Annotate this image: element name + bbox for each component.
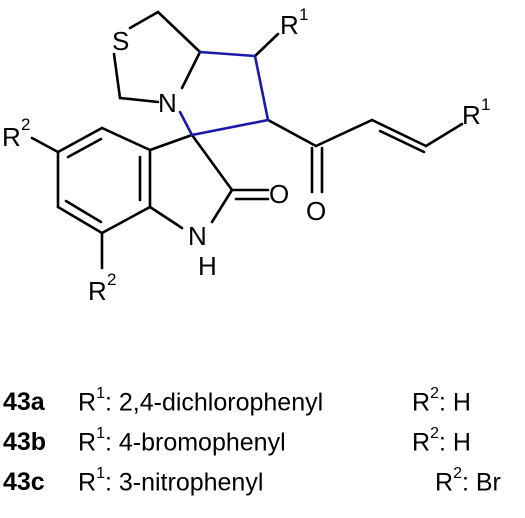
highlighted-bonds [178, 50, 270, 137]
bond-c-r1-top [253, 32, 280, 58]
atom-r1-right-sup: 1 [481, 95, 490, 114]
atom-s: S [112, 26, 129, 56]
atom-r1-top: R [280, 10, 299, 40]
atom-o-lactam: O [269, 179, 289, 209]
hbond-c-c [253, 54, 270, 122]
compound-id: 43a [3, 388, 45, 416]
bond-inner-c6c7 [64, 199, 103, 224]
bond-c6-c7 [56, 205, 104, 235]
bond-ch-ch-a [370, 118, 428, 148]
atom-r2-bottom-sup: 2 [107, 270, 116, 289]
chemical-structure: S N R 1 R 1 R 2 O O N H R 2 [2, 5, 490, 306]
atom-r2-bottom: R [88, 276, 107, 306]
hbond-ch-c [198, 50, 257, 58]
bond-ch-ch-b [378, 129, 426, 154]
bond-c4-c5 [56, 126, 104, 154]
r2-definition: R2: Br [435, 465, 501, 497]
r1-definition: R1: 4-bromophenyl [78, 425, 286, 457]
bond-c3a-c3 [148, 133, 194, 152]
bond-ch2-ch [156, 10, 202, 54]
compound-id: 43b [3, 428, 47, 456]
r2-definition: R2: H [412, 385, 471, 417]
compound-id: 43c [3, 468, 45, 496]
compound-row-43b: 43b R1: 4-bromophenyl R2: H [0, 425, 525, 468]
bond-ch2-n [118, 96, 160, 104]
atom-r1-right: R [462, 100, 481, 130]
bond-c-co [266, 118, 318, 148]
black-bonds [30, 10, 464, 270]
atom-labels: S N R 1 R 1 R 2 O O N H R 2 [2, 5, 490, 306]
r1-definition: R1: 3-nitrophenyl [78, 465, 264, 497]
hbond-c-spiro [190, 118, 270, 137]
bond-c5-r2 [30, 136, 60, 154]
bond-co-ch [314, 118, 374, 148]
bond-c2-n1 [210, 188, 234, 224]
hbond-spiro-n [178, 110, 194, 137]
atom-nh-n: N [188, 221, 207, 251]
atom-nh-h: H [198, 251, 217, 281]
bond-c3a-c4 [100, 126, 152, 152]
atom-r1-top-sup: 1 [299, 5, 308, 24]
bond-c3-c2 [190, 133, 234, 192]
bond-inner-c4c5 [66, 137, 103, 159]
bond-ch-r1 [424, 122, 464, 148]
bond-ch-n [180, 50, 202, 90]
r2-definition: R2: H [412, 425, 471, 457]
bond-c7-c7a [100, 205, 152, 235]
bond-ch2-s [128, 10, 160, 30]
atom-r2-left-sup: 2 [21, 115, 30, 134]
r1-definition: R1: 2,4-dichlorophenyl [78, 385, 324, 417]
bond-s-ch2 [112, 52, 122, 100]
atom-o-ketone: O [306, 196, 326, 226]
atom-n: N [158, 88, 177, 118]
compound-row-43a: 43a R1: 2,4-dichlorophenyl R2: H [0, 385, 525, 428]
bond-n1-c7a [148, 205, 184, 230]
compound-row-43c: 43c R1: 3-nitrophenyl R2: Br [0, 465, 525, 508]
atom-r2-left: R [2, 122, 21, 152]
